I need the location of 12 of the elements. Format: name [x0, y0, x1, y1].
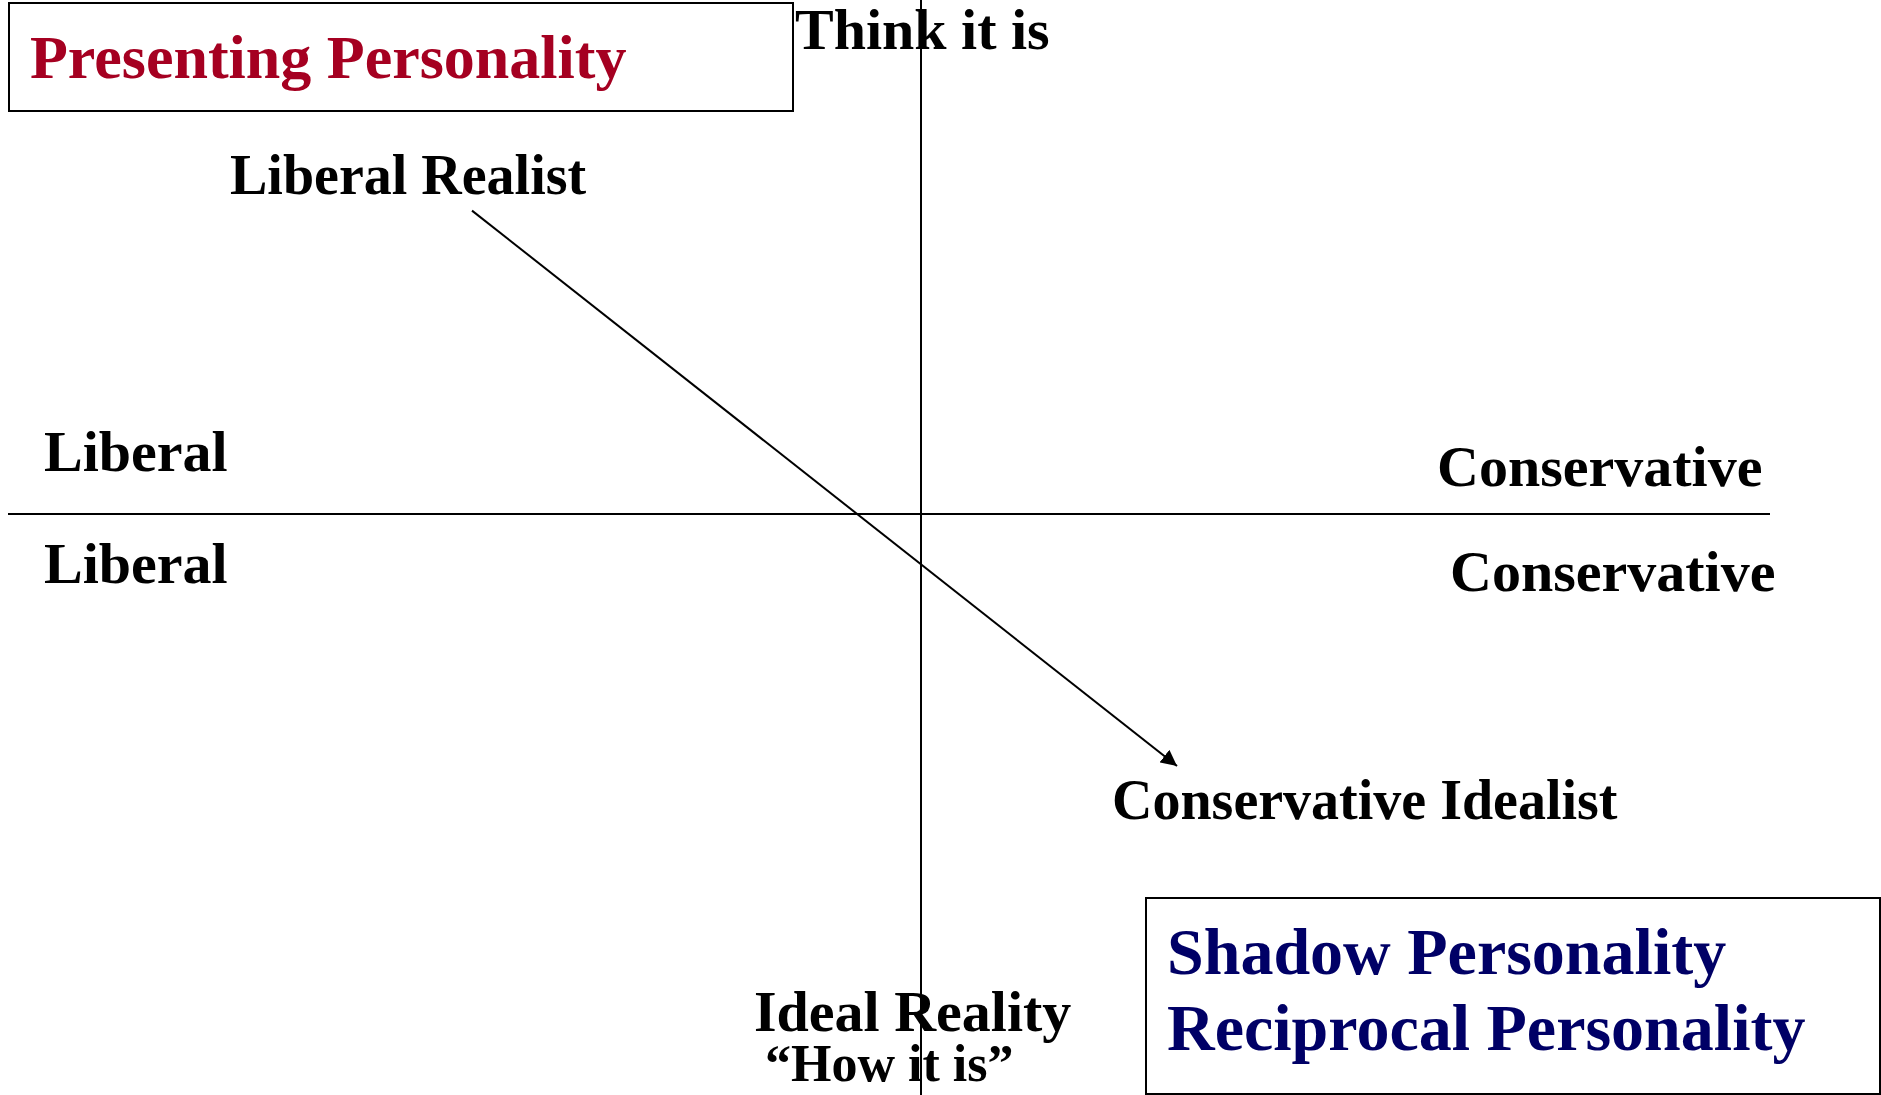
quadrant-label: Liberal Realist	[230, 145, 587, 207]
arrow	[471, 209, 1178, 767]
axis-label: Liberal	[44, 420, 228, 484]
axis-label: Liberal	[44, 532, 228, 596]
title-box	[8, 2, 794, 112]
heading-text: Presenting Personality	[30, 22, 628, 93]
heading-text: Reciprocal Personality	[1167, 989, 1807, 1066]
quadrant-label: Conservative Idealist	[1112, 770, 1618, 832]
axis-label: Conservative	[1450, 540, 1776, 604]
axis-label: Conservative	[1437, 435, 1763, 499]
heading-text: Shadow Personality	[1167, 914, 1728, 990]
title-box	[1145, 897, 1881, 1095]
